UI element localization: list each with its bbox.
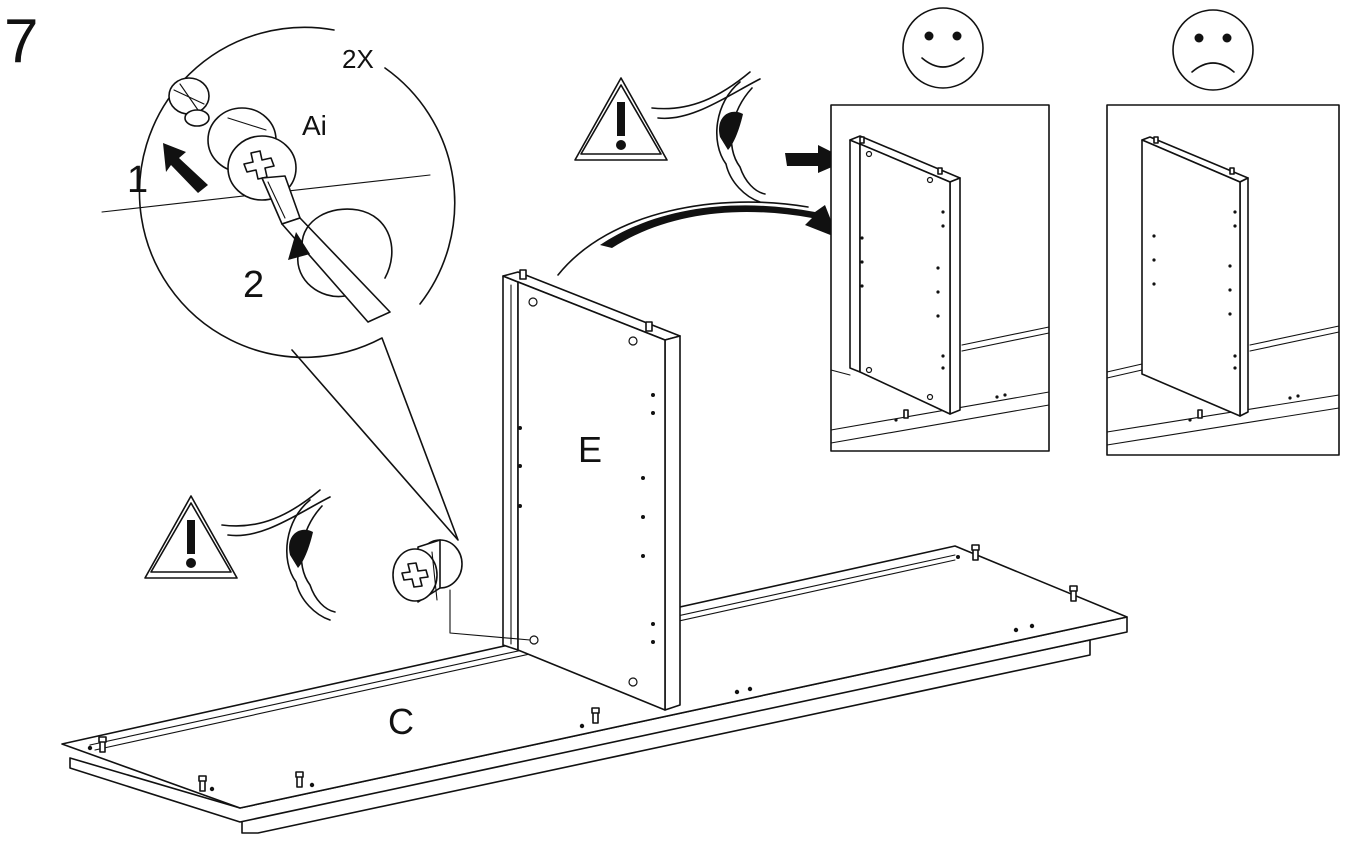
step-number: 7	[4, 7, 38, 76]
panel-c-label: C	[388, 701, 414, 742]
rotate-arrow-icon	[288, 208, 393, 298]
warning-triangle-icon	[574, 77, 668, 161]
cam-bolt	[591, 707, 600, 724]
cam-bolt	[1069, 585, 1078, 602]
cam-bolt	[295, 771, 304, 788]
correct-example-box	[830, 104, 1050, 452]
step-1-label: 1	[127, 159, 148, 201]
part-ai-label: Ai	[302, 110, 327, 141]
happy-face-icon	[902, 7, 984, 89]
quantity-label: 2X	[342, 44, 374, 74]
eye-icon	[651, 71, 766, 203]
panel-e	[502, 269, 681, 711]
sad-face-icon	[1172, 9, 1254, 91]
push-arrow-icon	[163, 143, 208, 193]
dowel-icon	[168, 77, 210, 127]
panel-e-label: E	[578, 429, 602, 470]
cam-lock	[392, 539, 463, 603]
warning-triangle-icon	[144, 495, 238, 579]
screwdriver-icon	[261, 175, 391, 323]
detail-callout: 2X Ai 1 2	[101, 26, 459, 541]
cam-bolt	[98, 736, 107, 753]
cam-bolt	[198, 775, 207, 792]
wrong-example-box	[1106, 104, 1340, 456]
step-2-label: 2	[243, 264, 264, 306]
cam-bolt	[971, 544, 980, 561]
curved-arrow-icon	[557, 201, 838, 276]
eye-icon	[221, 489, 336, 621]
